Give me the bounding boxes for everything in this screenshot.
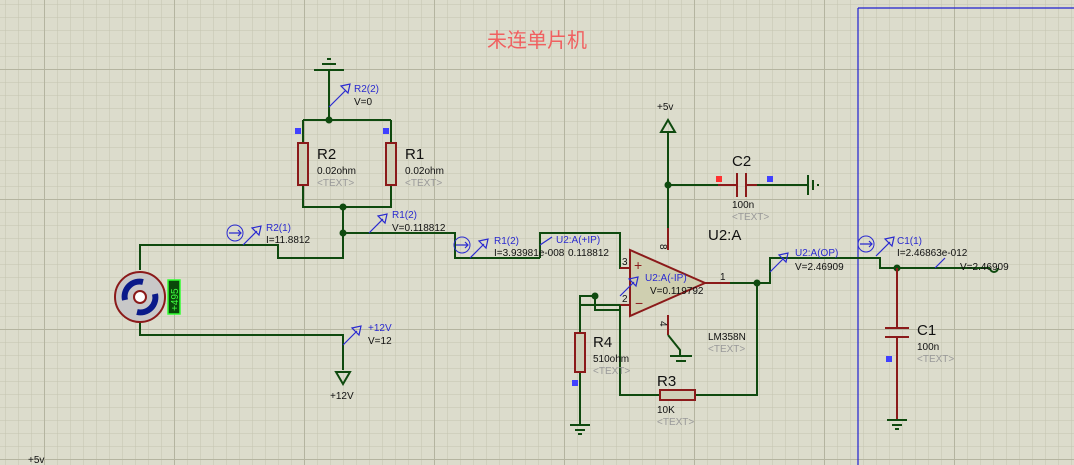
ammeter-c1-1[interactable]: C1(1) I=2.46863e-012 [857, 235, 968, 259]
ground-top[interactable] [314, 58, 344, 120]
pin-out-label: 1 [720, 272, 726, 283]
probe-value: V=0.119792 [650, 286, 704, 297]
power-label: +5v [657, 102, 673, 113]
r2-ref: R2 [317, 146, 336, 163]
wire-supply [667, 132, 808, 356]
probe-name: R1(2) [392, 210, 417, 221]
note-text: 未连单片机 [487, 29, 587, 52]
pin-minus-label: 2 [622, 294, 628, 305]
r4-text: <TEXT> [593, 366, 630, 377]
resistor-r3[interactable]: R3 10K <TEXT> [657, 373, 696, 428]
ground-r4[interactable] [570, 424, 590, 435]
power-label: +12V [330, 391, 354, 402]
r2-text: <TEXT> [317, 178, 354, 189]
probe-name: R1(2) [494, 236, 519, 247]
opamp-u2a[interactable]: + − U2:A LM358N <TEXT> 3 2 1 8 4 [622, 227, 746, 355]
pin-gnd-label: 4 [657, 321, 668, 327]
probe-value: V=12 [368, 336, 392, 347]
probe-value: V=2.46909 [960, 262, 1009, 273]
r3-value: 10K [657, 405, 675, 416]
r1-text: <TEXT> [405, 178, 442, 189]
resistor-r4[interactable]: R4 510ohm <TEXT> [572, 332, 630, 386]
ammeter-r2-1[interactable]: R2(1) I=11.8812 [226, 223, 310, 246]
probe-r1-2-voltage[interactable]: R1(2) V=0.118812 [368, 210, 446, 234]
probe-name: U2:A(-IP) [645, 273, 687, 284]
dc-motor[interactable] [114, 271, 166, 323]
probe-value: V=2.46909 [795, 262, 844, 273]
ground-c1[interactable] [887, 419, 907, 430]
r3-text: <TEXT> [657, 417, 694, 428]
probe-name: +12V [368, 323, 392, 334]
power-terminal-5v[interactable]: +5v [657, 102, 677, 133]
motor-rpm: +495 [170, 288, 181, 311]
probe-value: V=0.118812 [392, 223, 446, 234]
wire-shunt [302, 119, 392, 233]
c1-ref: C1 [917, 322, 936, 339]
corner-5v-label: +5v [28, 455, 44, 465]
ammeter-r1-2[interactable]: R1(2) I=3.93981e-008 [453, 236, 565, 259]
probe-12v[interactable]: +12V V=12 [342, 323, 392, 347]
pin-plus-label: 3 [622, 257, 628, 268]
probe-name: R2(1) [266, 223, 291, 234]
r4-ref: R4 [593, 334, 612, 351]
r1-ref: R1 [405, 146, 424, 163]
capacitor-c2[interactable]: C2 100n <TEXT> [716, 153, 773, 223]
c1-value: 100n [917, 342, 939, 353]
capacitor-c1[interactable]: C1 100n <TEXT> [885, 268, 954, 420]
junction [339, 203, 347, 211]
junction [325, 116, 333, 124]
junction [591, 292, 599, 300]
r3-ref: R3 [657, 373, 676, 390]
junction [664, 181, 672, 189]
power-terminal-12v[interactable]: +12V [330, 371, 354, 402]
r1-value: 0.02ohm [405, 166, 444, 177]
c2-text: <TEXT> [732, 212, 769, 223]
opamp-part: LM358N [708, 332, 746, 343]
sheet-border [857, 7, 1074, 465]
c1-text: <TEXT> [917, 354, 954, 365]
ground-opamp[interactable] [670, 355, 692, 362]
r4-value: 510ohm [593, 354, 629, 365]
probe-u2-minus-input[interactable]: U2:A(-IP) V=0.119792 [619, 273, 704, 297]
pin-marker [295, 128, 301, 134]
opamp-text: <TEXT> [708, 344, 745, 355]
r2-value: 0.02ohm [317, 166, 356, 177]
probe-value: I=3.93981e-008 [494, 248, 565, 259]
wire-output [579, 257, 990, 425]
pin-vcc-label: 8 [657, 244, 668, 250]
probe-r2-2[interactable]: R2(2) V=0 [328, 83, 379, 108]
probe-u2-plus-input[interactable]: U2:A(+IP) 0.118812 [539, 235, 609, 259]
pin-marker [383, 128, 389, 134]
ground-c2[interactable] [807, 175, 819, 195]
output-terminal[interactable] [989, 267, 999, 273]
wire-motor [139, 233, 344, 370]
probe-name: R2(2) [354, 84, 379, 95]
probe-value: I=2.46863e-012 [897, 248, 968, 259]
c2-ref: C2 [732, 153, 751, 170]
motor-rpm-display: +495 [167, 279, 181, 315]
resistor-r2[interactable]: R2 0.02ohm <TEXT> [297, 142, 356, 189]
probe-value: I=11.8812 [266, 235, 310, 246]
svg-text:−: − [635, 295, 643, 311]
probe-value: 0.118812 [568, 248, 609, 259]
probe-name: U2:A(+IP) [556, 235, 600, 246]
probe-name: U2:A(OP) [795, 248, 838, 259]
probe-value: V=0 [354, 97, 373, 108]
junction [753, 279, 761, 287]
c2-value: 100n [732, 200, 754, 211]
probe-u2-output[interactable]: U2:A(OP) V=2.46909 [769, 248, 844, 273]
opamp-ref: U2:A [708, 227, 741, 244]
opamp-pins [620, 228, 730, 335]
svg-text:+: + [634, 257, 642, 273]
resistor-r1[interactable]: R1 0.02ohm <TEXT> [385, 142, 444, 189]
probe-name: C1(1) [897, 236, 922, 247]
probe-output-voltage[interactable]: V=2.46909 [934, 257, 1009, 273]
